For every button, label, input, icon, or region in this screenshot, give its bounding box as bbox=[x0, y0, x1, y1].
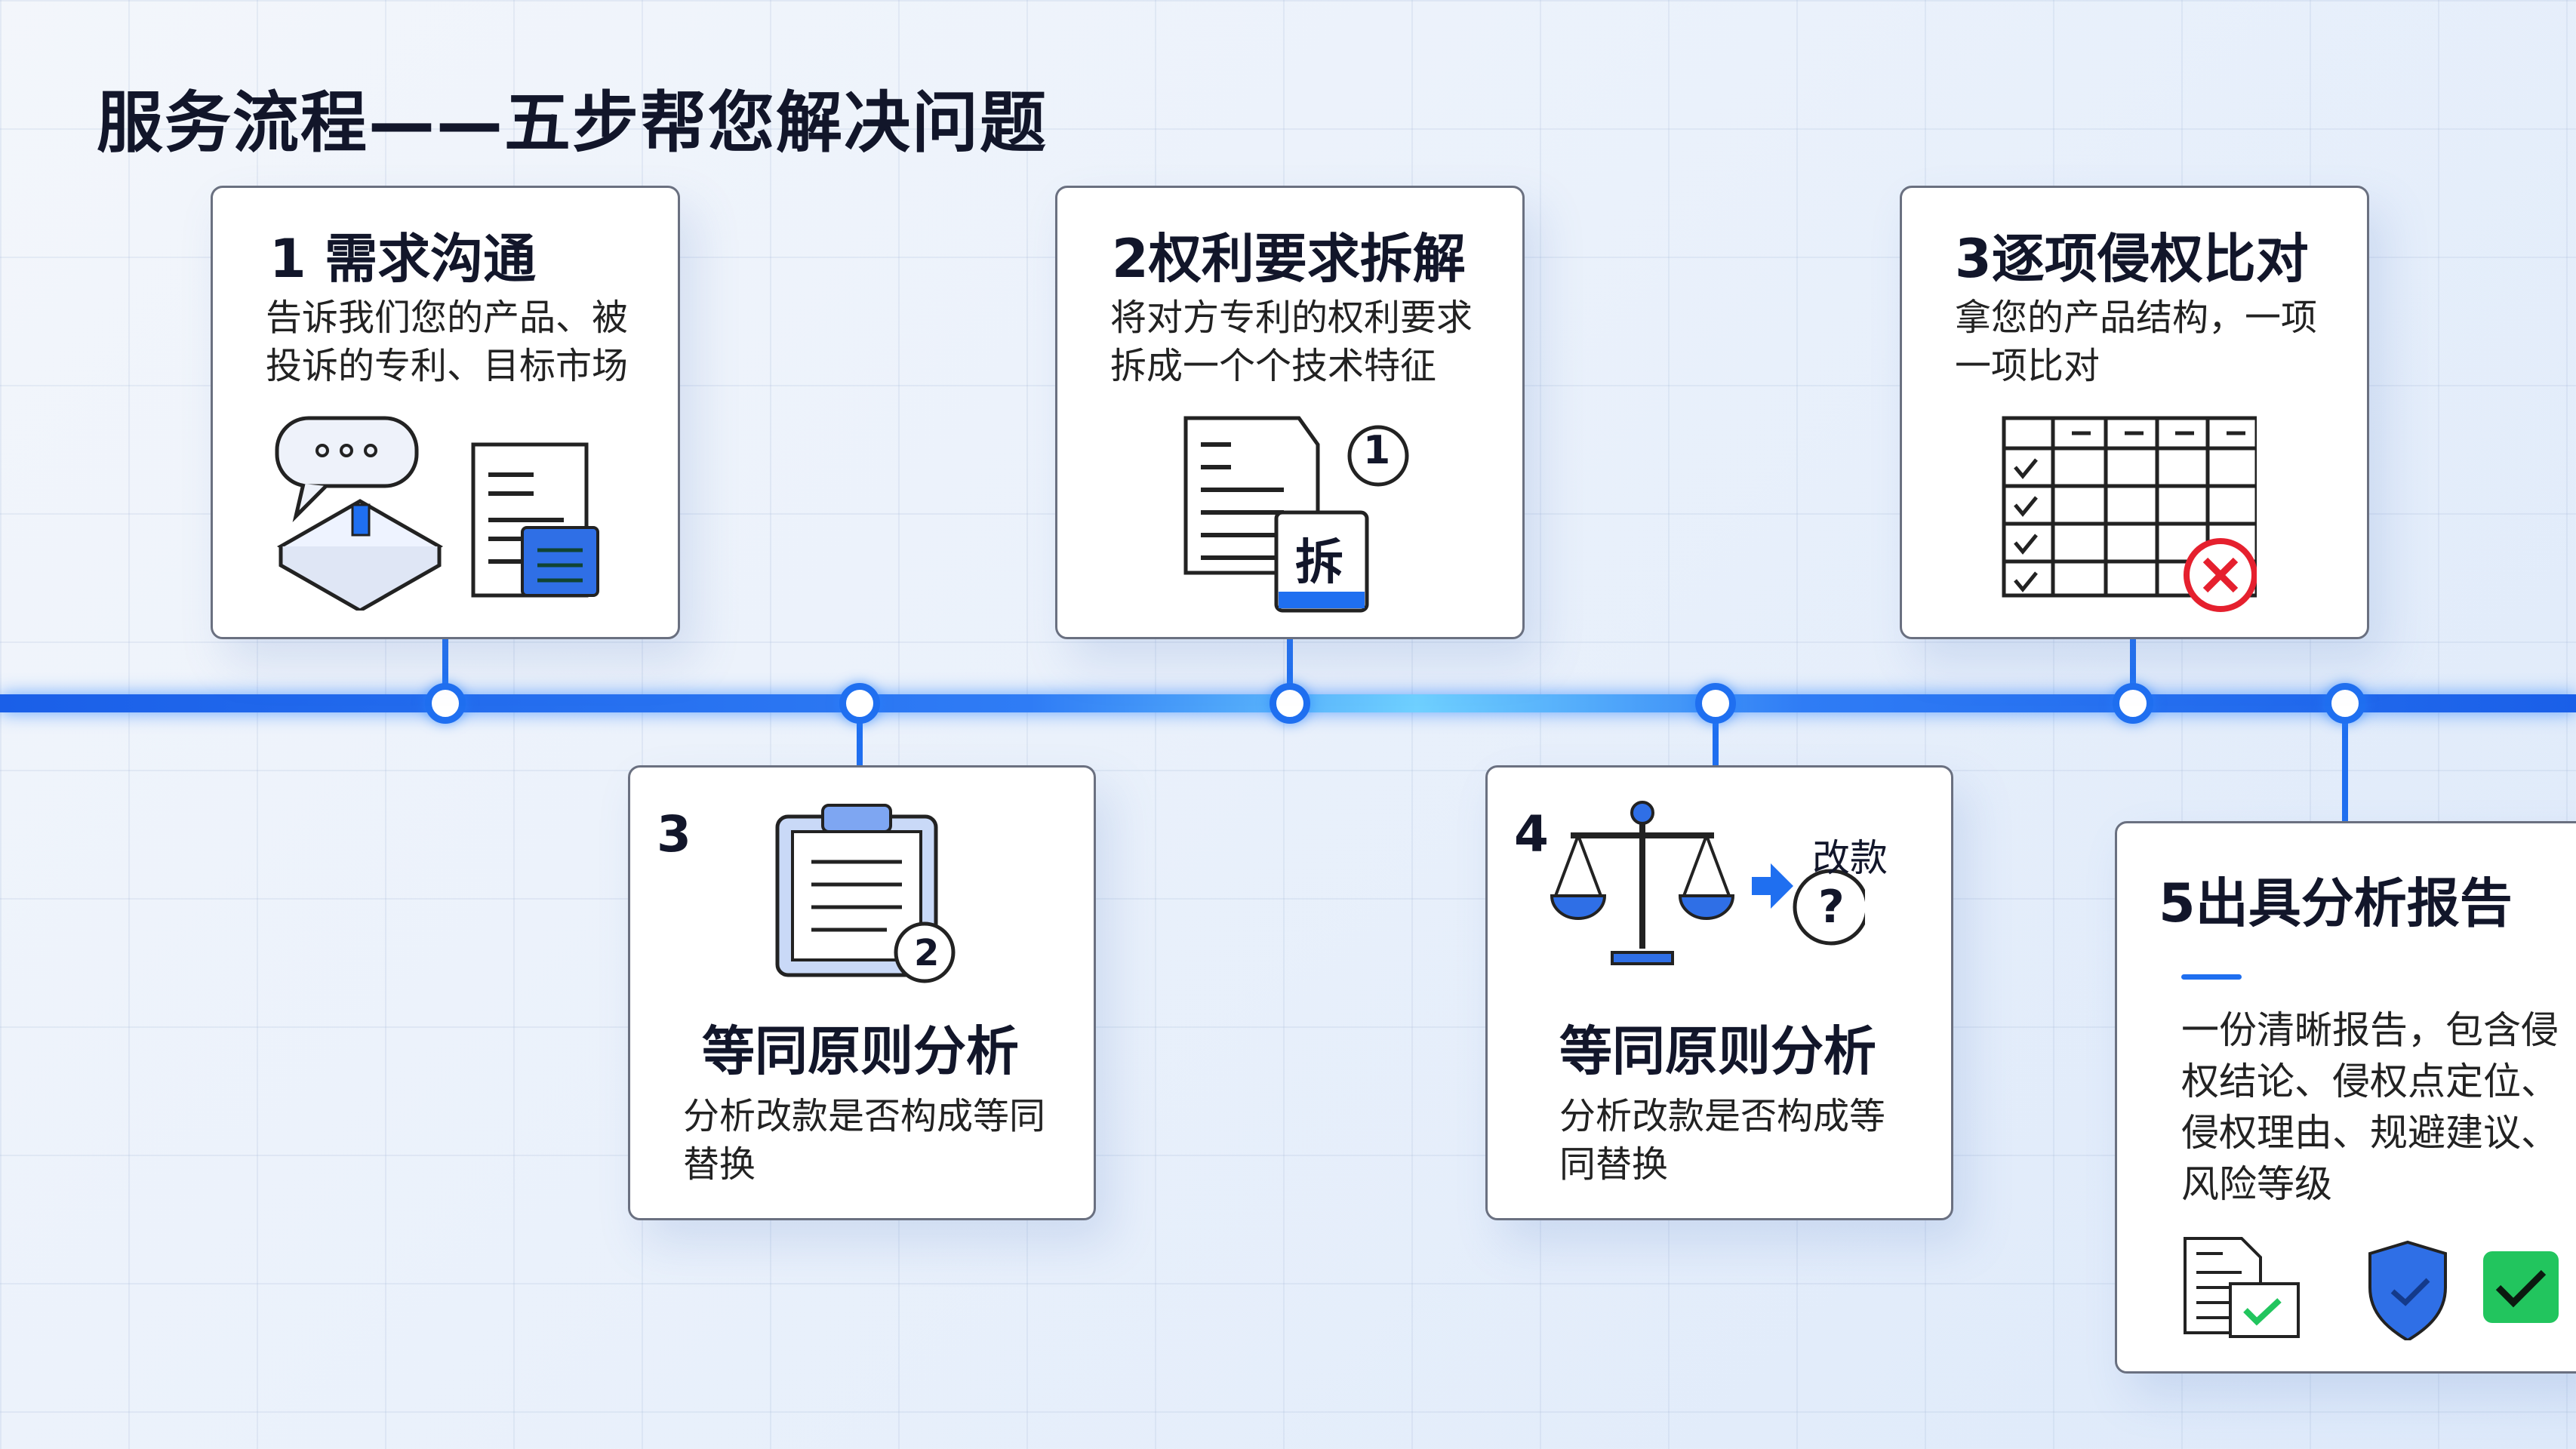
connector bbox=[1713, 717, 1719, 767]
step-number: 3 bbox=[657, 805, 691, 863]
step-card-3: 3逐项侵权比对 拿您的产品结构，一项一项比对 bbox=[1900, 186, 2369, 639]
accent-bar bbox=[2181, 974, 2242, 980]
step-description: 将对方专利的权利要求拆成一个个技术特征 bbox=[1110, 297, 1473, 387]
step-description: 告诉我们您的产品、被投诉的专利、目标市场 bbox=[266, 297, 629, 387]
timeline-node-1 bbox=[425, 683, 466, 724]
connector bbox=[1287, 639, 1293, 692]
timeline-node-6 bbox=[2325, 683, 2365, 724]
comparison-table-icon bbox=[2002, 416, 2257, 612]
question-icon: ? bbox=[1818, 881, 1845, 934]
step-heading: 2权利要求拆解 bbox=[1112, 228, 1466, 290]
scale-icon bbox=[1550, 801, 1865, 965]
step-card-equivalence-1: 3 2 等同原则分析 分析改款是否构成等同替换 bbox=[628, 765, 1096, 1220]
step-description: 一份清晰报告，包含侵权结论、侵权点定位、侵权理由、规避建议、风险等级 bbox=[2181, 1008, 2559, 1206]
modified-label: 改款 bbox=[1812, 836, 1888, 880]
document-split-icon bbox=[1183, 416, 1409, 613]
timeline-node-4 bbox=[1695, 683, 1736, 724]
timeline-node-3 bbox=[1270, 683, 1310, 724]
page-title: 服务流程——五步帮您解决问题 bbox=[97, 84, 1048, 162]
chat-product-icon bbox=[275, 416, 599, 611]
step-card-1: 1 需求沟通 告诉我们您的产品、被投诉的专利、目标市场 bbox=[211, 186, 680, 639]
number-badge: 1 bbox=[1363, 428, 1391, 473]
step-card-equivalence-2: 4 改款 ? 等同原则分析 分析改款是否构成等同替换 bbox=[1485, 765, 1953, 1220]
report-icons bbox=[2184, 1237, 2559, 1340]
step-number: 4 bbox=[1514, 805, 1549, 863]
connector bbox=[857, 717, 863, 767]
step-heading: 等同原则分析 bbox=[1559, 1020, 1876, 1082]
step-description: 拿您的产品结构，一项一项比对 bbox=[1955, 297, 2318, 387]
step-description: 分析改款是否构成等同替换 bbox=[683, 1095, 1046, 1186]
step-heading: 1 需求沟通 bbox=[269, 228, 537, 290]
number-badge: 2 bbox=[914, 932, 940, 974]
timeline-node-5 bbox=[2113, 683, 2153, 724]
step-heading: 5出具分析报告 bbox=[2159, 872, 2513, 934]
connector bbox=[2130, 639, 2136, 692]
connector bbox=[442, 639, 448, 692]
step-card-2: 2权利要求拆解 将对方专利的权利要求拆成一个个技术特征 1 拆 bbox=[1055, 186, 1525, 639]
step-card-5: 5出具分析报告 一份清晰报告，包含侵权结论、侵权点定位、侵权理由、规避建议、风险… bbox=[2115, 821, 2576, 1374]
connector bbox=[2342, 717, 2348, 823]
step-heading: 等同原则分析 bbox=[702, 1020, 1019, 1082]
split-stamp: 拆 bbox=[1295, 535, 1343, 591]
step-heading: 3逐项侵权比对 bbox=[1955, 228, 2309, 290]
timeline-node-2 bbox=[839, 683, 880, 724]
clipboard-icon bbox=[775, 804, 956, 983]
step-description: 分析改款是否构成等同替换 bbox=[1559, 1095, 1886, 1186]
